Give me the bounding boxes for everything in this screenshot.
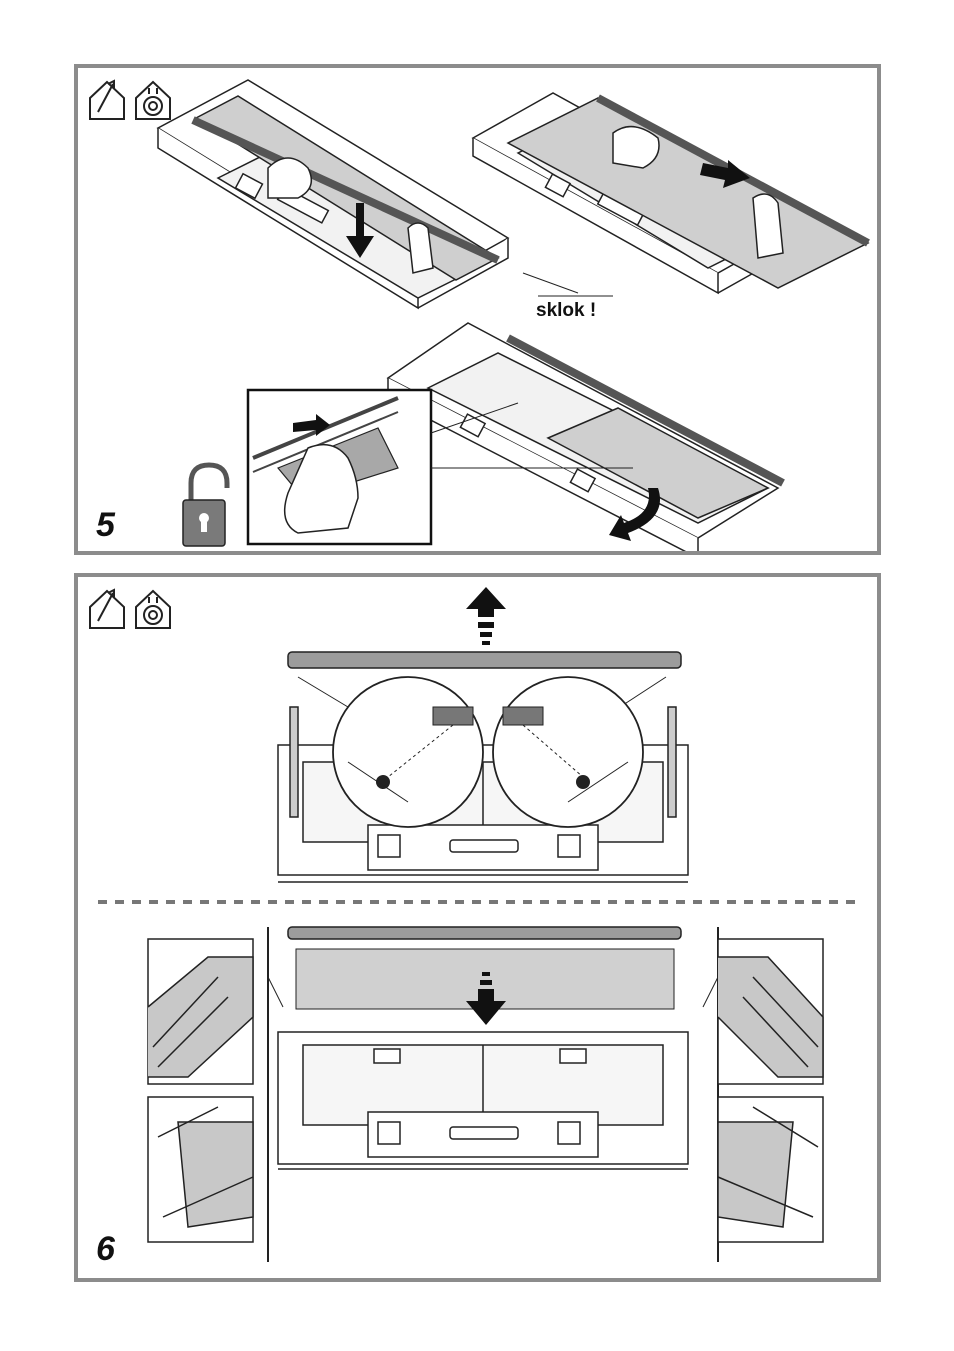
magnifier-left	[333, 677, 483, 827]
hood-drawing-top-left	[158, 80, 508, 308]
detail-inset-right-bottom	[718, 1097, 823, 1242]
house-arrow-icon	[90, 590, 124, 628]
house-fan-icon	[136, 82, 170, 119]
step-5-illustration	[78, 68, 877, 551]
hood-front-view-bottom	[278, 1032, 688, 1169]
detail-inset-left-bottom	[148, 1097, 253, 1242]
hood-drawing-bottom	[388, 323, 783, 551]
hand-icon	[753, 194, 783, 258]
step-5-panel: 5 sklok !	[74, 64, 881, 555]
hood-drawing-top-right	[473, 93, 868, 293]
step-number: 6	[96, 1230, 115, 1269]
detail-inset-left-top	[148, 939, 253, 1084]
house-arrow-icon	[90, 81, 124, 119]
detail-inset-right-top	[718, 939, 823, 1084]
arrow-up-icon	[466, 587, 506, 645]
warning-caption: sklok !	[536, 300, 596, 322]
step-number: 5	[96, 506, 115, 545]
unlock-padlock-icon	[183, 465, 227, 546]
step-6-illustration	[78, 577, 877, 1278]
house-fan-icon	[136, 591, 170, 628]
front-bar	[288, 927, 681, 939]
magnifier-right	[493, 677, 643, 827]
front-bar	[288, 652, 681, 668]
step-6-panel: 6	[74, 573, 881, 1282]
